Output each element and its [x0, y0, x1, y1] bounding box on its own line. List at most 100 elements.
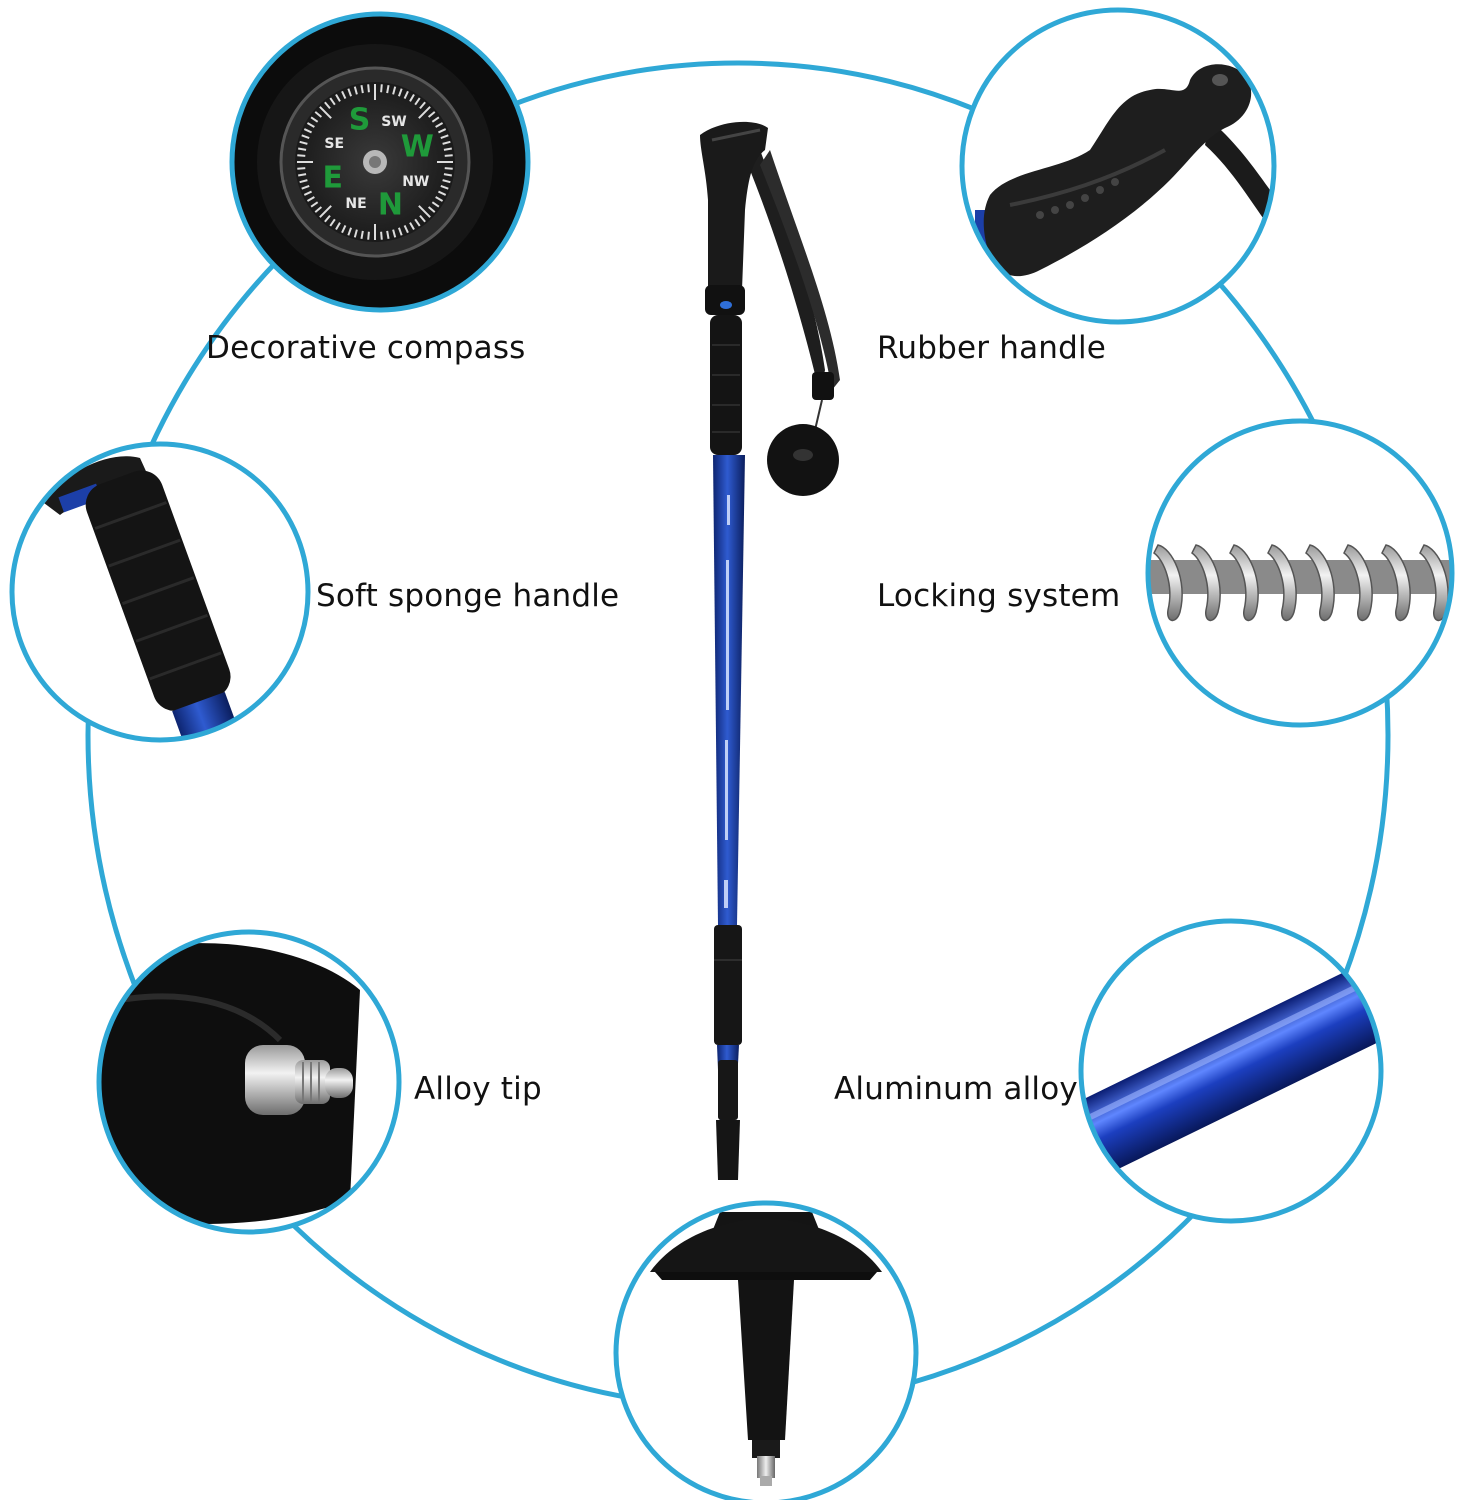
compass-tick	[409, 93, 415, 102]
spring-coil	[1191, 544, 1221, 622]
spring-coil	[1343, 544, 1373, 622]
alloy-tip-detail-circle	[96, 929, 402, 1235]
compass-tick	[335, 222, 341, 231]
compass-tick	[419, 214, 426, 223]
spring-icon	[1153, 544, 1449, 622]
aluminum-alloy-detail-circle	[1078, 918, 1384, 1224]
compass-tick	[403, 225, 409, 234]
compass-tick	[297, 167, 306, 170]
compass-letter: S	[349, 103, 371, 138]
compass-tick	[314, 111, 323, 118]
compass-tick	[324, 214, 331, 223]
compass-tick	[442, 140, 451, 145]
compass-tick	[440, 185, 449, 190]
sponge-handle-detail-circle	[9, 441, 311, 743]
compass-tick	[360, 85, 364, 94]
compass-tick	[403, 90, 409, 99]
locking-system-detail-circle	[1145, 418, 1455, 728]
compass-tick	[353, 86, 358, 95]
compass-tick	[386, 230, 390, 239]
compass-tick	[360, 230, 364, 239]
compass-tick	[306, 122, 315, 128]
compass-tick	[367, 84, 370, 93]
label-locking-system: Locking system	[877, 578, 1121, 614]
compass-tick	[440, 134, 449, 139]
compass-tick	[431, 201, 440, 208]
compass-tick	[314, 206, 323, 213]
spring-coil	[1153, 544, 1183, 622]
compass-tick	[298, 147, 307, 151]
compass-tick	[335, 93, 341, 102]
compass-tick	[329, 97, 336, 106]
compass-tick	[418, 106, 431, 119]
compass-tick	[444, 154, 453, 157]
basket-detail-circle	[613, 1200, 919, 1500]
spring-coil	[1229, 544, 1259, 622]
rubber-handle-detail-circle	[959, 7, 1277, 325]
compass-tick	[310, 201, 319, 208]
compass-tick	[341, 225, 347, 234]
compass-tick	[431, 116, 440, 123]
compass-tick	[303, 128, 312, 134]
compass-tick	[341, 90, 347, 99]
compass-tick	[301, 185, 310, 190]
spring-coil	[1419, 544, 1449, 622]
compass-tick	[398, 88, 403, 97]
compass-tick	[409, 222, 415, 231]
compass-letter: E	[322, 160, 343, 195]
compass-letter: SW	[381, 114, 407, 130]
compass-tick	[347, 88, 352, 97]
compass-tick	[386, 85, 390, 94]
compass-tick	[427, 111, 436, 118]
compass-tick	[392, 86, 397, 95]
compass-tick	[347, 227, 352, 236]
compass-tick	[392, 229, 397, 238]
compass-letter: N	[378, 187, 403, 222]
compass-tick	[419, 101, 426, 110]
compass-tick	[306, 196, 315, 202]
label-aluminum-alloy: Aluminum alloy	[834, 1071, 1078, 1107]
rubber-grip-icon	[983, 64, 1252, 277]
compass-tick	[438, 190, 447, 196]
label-soft-sponge-handle: Soft sponge handle	[316, 578, 620, 614]
label-alloy-tip: Alloy tip	[414, 1071, 542, 1107]
compass-tick	[443, 173, 452, 177]
compass-tick	[297, 154, 306, 157]
compass-tick	[310, 116, 319, 123]
compass-tick	[324, 101, 331, 110]
compass-tick	[414, 218, 421, 227]
basket-icon	[650, 1212, 882, 1486]
compass-tick	[414, 97, 421, 106]
compass-tick	[301, 134, 310, 139]
compass-tick	[438, 128, 447, 134]
compass-tick	[418, 205, 431, 218]
compass-tick	[299, 140, 308, 145]
label-decorative-compass: Decorative compass	[206, 330, 526, 366]
compass-tick	[443, 147, 452, 151]
compass-tick	[319, 106, 332, 119]
spring-coil	[1381, 544, 1411, 622]
compass-tick	[367, 231, 370, 240]
compass-letter: NE	[345, 196, 366, 212]
compass-tick	[435, 122, 444, 128]
compass-tick	[380, 231, 383, 240]
compass-tick	[298, 173, 307, 177]
aluminum-tube-icon	[1081, 947, 1381, 1186]
spring-coil	[1305, 544, 1335, 622]
spring-coil	[1267, 544, 1297, 622]
compass-tick	[303, 190, 312, 196]
compass-tick	[444, 167, 453, 170]
compass-tick	[353, 229, 358, 238]
compass-tick	[442, 179, 451, 184]
compass-tick	[435, 196, 444, 202]
alloy-tip-icon	[245, 1045, 353, 1115]
label-rubber-handle: Rubber handle	[877, 330, 1107, 366]
compass-tick	[319, 205, 332, 218]
compass-letter: SE	[324, 136, 344, 152]
compass-tick	[329, 218, 336, 227]
compass-tick	[299, 179, 308, 184]
compass-letter: NW	[402, 174, 429, 190]
compass-tick	[380, 84, 383, 93]
trekking-pole-image	[700, 121, 840, 1180]
